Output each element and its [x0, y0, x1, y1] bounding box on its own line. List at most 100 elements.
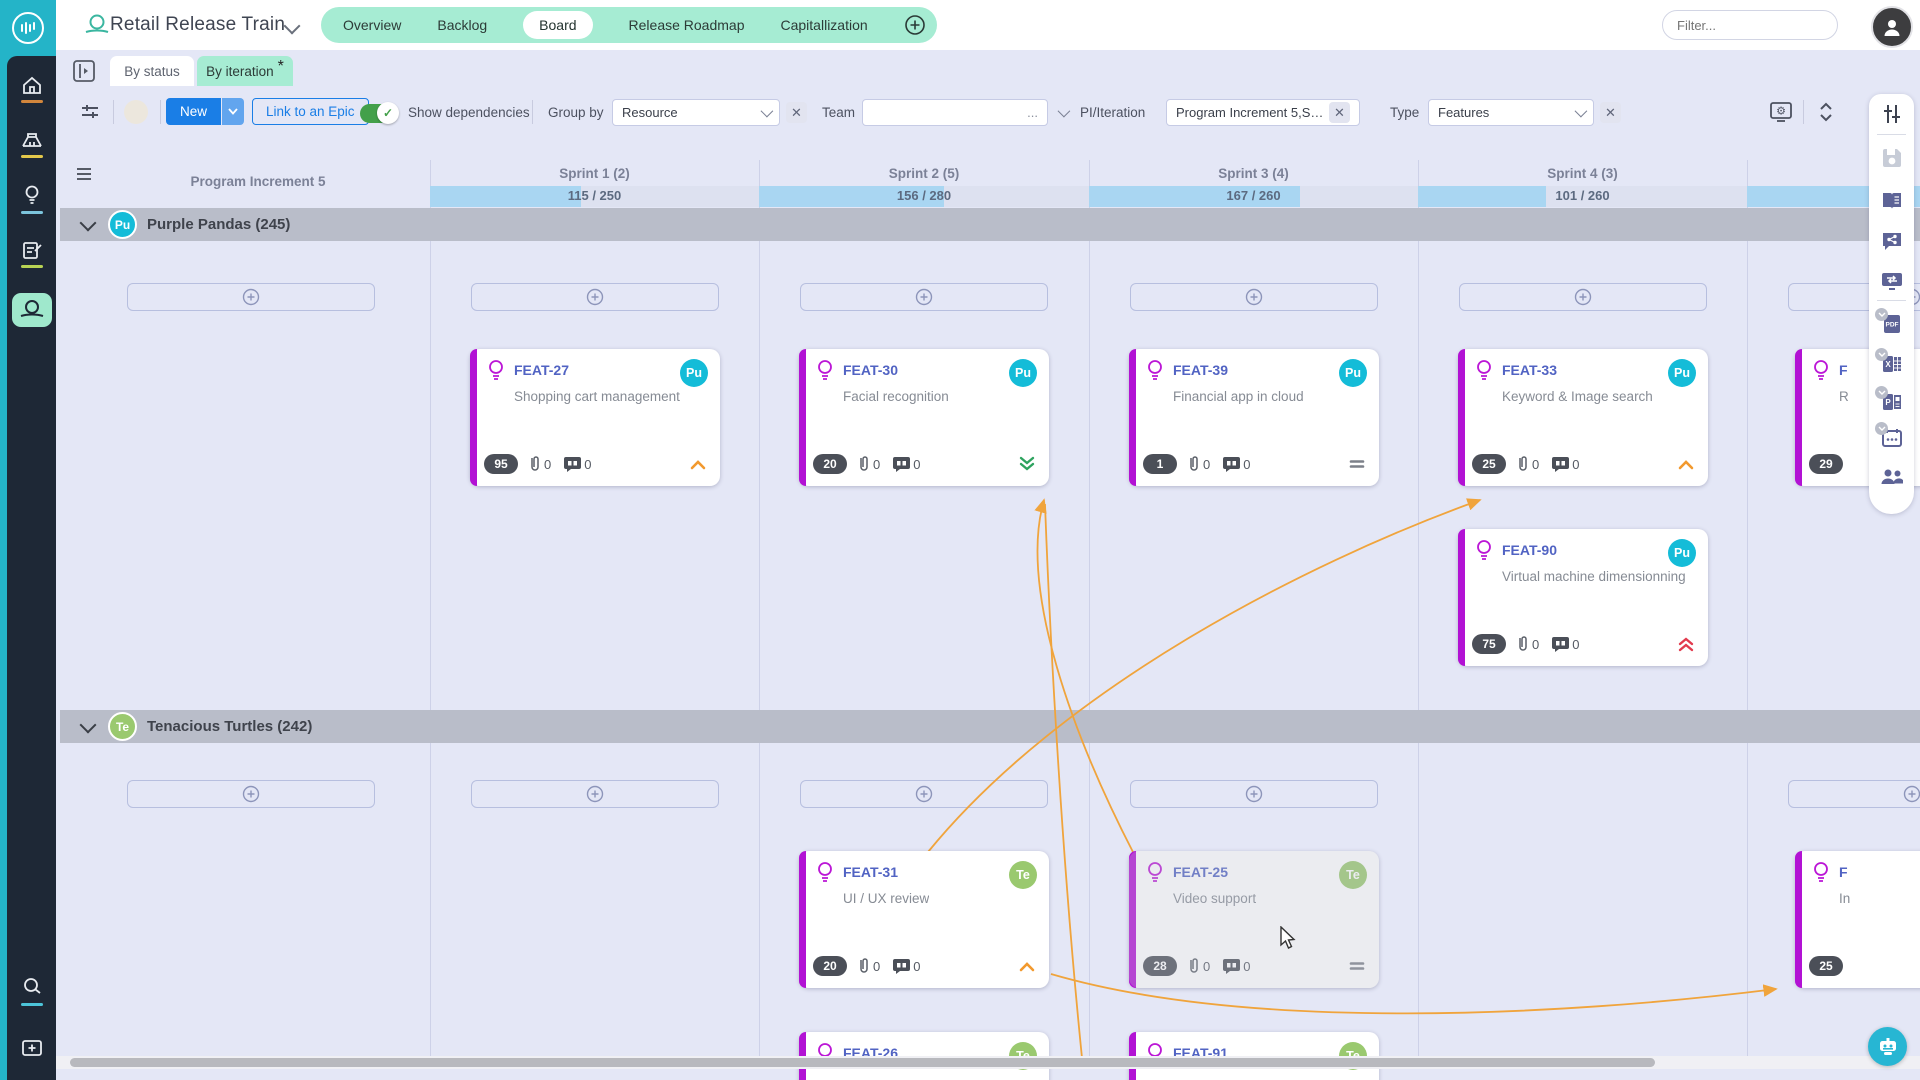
documentation-icon[interactable]	[1869, 190, 1914, 212]
export-pdf-icon[interactable]: PDF	[1869, 312, 1914, 336]
sidebar-item-program-board[interactable]	[10, 121, 54, 165]
pi-iteration-label: PI/Iteration	[1080, 105, 1146, 120]
card-id[interactable]: FEAT-31	[843, 864, 898, 880]
tab-release-roadmap[interactable]: Release Roadmap	[628, 17, 745, 33]
show-dependencies-toggle[interactable]: ✓	[360, 102, 399, 124]
export-options-chevron[interactable]	[1875, 348, 1888, 361]
plus-circle-icon	[586, 288, 604, 306]
new-dropdown-arrow[interactable]	[222, 98, 245, 125]
panel-divider	[1877, 134, 1906, 135]
main-tab-bar: Overview Backlog Board Release Roadmap C…	[321, 7, 937, 43]
filter-input[interactable]	[1662, 10, 1838, 40]
add-card-button[interactable]	[1130, 283, 1378, 311]
collapse-lane-chevron-icon[interactable]	[79, 716, 97, 733]
add-card-button[interactable]	[471, 780, 719, 808]
export-doc-icon[interactable]: P	[1869, 390, 1914, 414]
view-tab-by-status[interactable]: By status	[110, 56, 194, 86]
sidebar-item-release-train-active[interactable]	[12, 293, 52, 327]
program-board-underline	[21, 154, 43, 158]
share-feedback-icon[interactable]	[1869, 230, 1914, 252]
horizontal-scrollbar[interactable]	[56, 1056, 1920, 1069]
new-button[interactable]: New	[166, 98, 245, 125]
user-avatar[interactable]	[1871, 6, 1913, 48]
swimlane-tenacious-turtles[interactable]: Te Tenacious Turtles (242)	[60, 710, 1920, 743]
card-id[interactable]: FEAT-39	[1173, 362, 1228, 378]
comments-count: 0	[913, 958, 921, 974]
tab-backlog[interactable]: Backlog	[437, 17, 488, 33]
card-id[interactable]: FEAT-30	[843, 362, 898, 378]
add-card-button[interactable]	[1130, 780, 1378, 808]
presentation-mode-icon[interactable]	[1869, 270, 1914, 292]
by-status-label: By status	[124, 63, 180, 79]
card-id[interactable]: FEAT-90	[1502, 542, 1557, 558]
expand-collapse-rows-icon[interactable]	[1814, 100, 1838, 124]
view-tab-by-iteration[interactable]: By iteration *	[197, 56, 293, 86]
type-select[interactable]: Features	[1428, 99, 1594, 126]
feature-card[interactable]: FEAT-30 Pu Facial recognition 20 0 0	[799, 349, 1049, 486]
new-button-label[interactable]: New	[166, 98, 222, 125]
board-settings-icon[interactable]: ⚙	[1768, 100, 1794, 124]
tab-overview[interactable]: Overview	[343, 17, 402, 33]
group-by-select[interactable]: Resource	[612, 99, 780, 126]
scrollbar-thumb[interactable]	[70, 1058, 1655, 1067]
home-icon	[23, 76, 41, 94]
card-title: In	[1839, 891, 1851, 906]
clear-group-by-button[interactable]: ✕	[786, 102, 807, 123]
sidebar-item-add[interactable]	[10, 1026, 54, 1070]
sidebar-item-ideas[interactable]	[10, 176, 54, 220]
clear-type-button[interactable]: ✕	[1600, 102, 1621, 123]
export-excel-icon[interactable]: X	[1869, 352, 1914, 376]
feature-card[interactable]: FEAT-25 Te Video support 28 0 0	[1129, 851, 1379, 988]
assistant-chat-button[interactable]	[1868, 1027, 1907, 1066]
swimlane-purple-pandas[interactable]: Pu Purple Pandas (245)	[60, 208, 1920, 241]
clear-pi-iteration-button[interactable]: ✕	[1329, 102, 1350, 123]
sidebar-item-search[interactable]	[10, 968, 54, 1012]
add-card-button[interactable]	[127, 283, 375, 311]
app-logo-icon[interactable]	[0, 0, 56, 56]
export-options-chevron[interactable]	[1875, 422, 1888, 435]
priority-high-icon	[690, 459, 706, 470]
team-chevron-down-icon[interactable]	[1057, 104, 1071, 118]
board-options-icon[interactable]	[78, 100, 102, 124]
right-tool-panel: PDF X P	[1869, 94, 1914, 514]
add-tab-button[interactable]	[904, 14, 926, 36]
robot-icon	[1879, 1037, 1896, 1055]
link-to-epic-button[interactable]: Link to an Epic	[252, 98, 369, 125]
tab-board[interactable]: Board	[523, 11, 593, 39]
lane-menu-icon[interactable]	[76, 166, 94, 182]
feature-card[interactable]: FEAT-90 Pu Virtual machine dimensionning…	[1458, 529, 1708, 666]
feature-card[interactable]: FEAT-39 Pu Financial app in cloud 1 0 0	[1129, 349, 1379, 486]
card-id[interactable]: FEAT-25	[1173, 864, 1228, 880]
attachment-count: 0	[873, 958, 881, 974]
lane-name: Purple Pandas (245)	[147, 216, 291, 233]
export-options-chevron[interactable]	[1875, 386, 1888, 399]
tab-capitallization[interactable]: Capitallization	[780, 17, 868, 33]
card-id[interactable]: FEAT-33	[1502, 362, 1557, 378]
feature-card[interactable]: FEAT-27 Pu Shopping cart management 95 0…	[470, 349, 720, 486]
collapse-panel-icon[interactable]	[72, 59, 96, 83]
feature-card[interactable]: FEAT-31 Te UI / UX review 20 0 0	[799, 851, 1049, 988]
add-card-button[interactable]	[1459, 283, 1707, 311]
estimate-pill: 25	[1472, 454, 1506, 474]
add-card-button[interactable]	[1788, 780, 1920, 808]
add-card-button[interactable]	[800, 780, 1048, 808]
pi-iteration-select[interactable]: Program Increment 5,Sprint ✕	[1166, 99, 1360, 126]
card-id[interactable]: FEAT-27	[514, 362, 569, 378]
export-options-chevron[interactable]	[1875, 308, 1888, 321]
view-settings-icon[interactable]	[1869, 102, 1914, 126]
title-chevron-down-icon[interactable]	[283, 17, 301, 35]
card-id[interactable]: F	[1839, 864, 1848, 880]
add-card-button[interactable]	[800, 283, 1048, 311]
disabled-action-icon	[124, 100, 148, 124]
team-input[interactable]: ...	[862, 99, 1048, 126]
feature-card-partial[interactable]: F In 25	[1795, 851, 1920, 988]
sidebar-item-home[interactable]	[10, 66, 54, 110]
feature-card[interactable]: FEAT-33 Pu Keyword & Image search 25 0 0	[1458, 349, 1708, 486]
add-card-button[interactable]	[127, 780, 375, 808]
collapse-lane-chevron-icon[interactable]	[79, 214, 97, 231]
card-id[interactable]: F	[1839, 362, 1848, 378]
planning-doc-icon	[23, 241, 42, 259]
sidebar-item-planning[interactable]	[10, 231, 54, 275]
add-card-button[interactable]	[471, 283, 719, 311]
teams-icon[interactable]	[1869, 466, 1914, 488]
